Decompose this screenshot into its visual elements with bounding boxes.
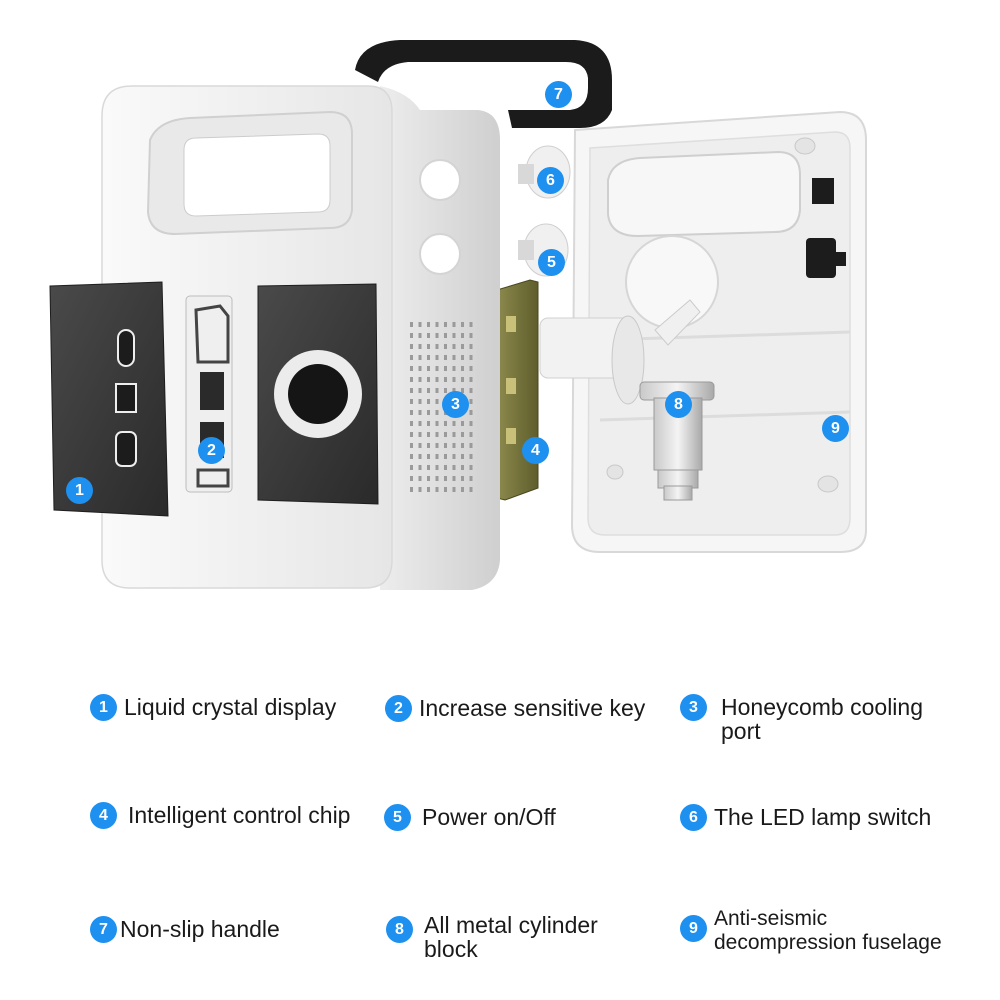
callout-badge: 4 (522, 437, 549, 464)
speaker-panel (257, 283, 379, 505)
legend-number: 5 (384, 804, 411, 831)
legend-item-6: 6 The LED lamp switch (680, 804, 931, 831)
callout-badge: 7 (545, 81, 572, 108)
legend-number: 7 (90, 916, 117, 943)
legend-number: 4 (90, 802, 117, 829)
legend-number: 3 (680, 694, 707, 721)
callout-badge: 5 (538, 249, 565, 276)
legend-item-7: 7 Non-slip handle (90, 916, 280, 943)
non-slip-handle (355, 40, 612, 128)
legend-number: 1 (90, 694, 117, 721)
callout-badge: 1 (66, 477, 93, 504)
callout-badge: 3 (442, 391, 469, 418)
legend-label: Increase sensitive key (419, 695, 646, 721)
callout-badge: 6 (537, 167, 564, 194)
front-body (101, 85, 500, 590)
control-chip-board (496, 279, 539, 501)
legend-label: The LED lamp switch (714, 804, 932, 830)
legend-item-9: 9 Anti-seismic decompression fuselage (680, 906, 974, 955)
legend-label: Honeycomb cooling port (721, 694, 924, 744)
legend-number: 2 (385, 695, 412, 722)
callout-badge: 2 (198, 437, 225, 464)
legend-label: Anti-seismic decompression fuselage (714, 907, 942, 954)
legend-number: 9 (680, 915, 707, 942)
legend-label: Non-slip handle (120, 916, 280, 942)
legend-label: Power on/Off (422, 804, 556, 830)
exploded-view-illustration (49, 40, 867, 590)
legend-number: 6 (680, 804, 707, 831)
legend-label: All metal cylinder block (424, 912, 598, 962)
legend-item-5: 5 Power on/Off (384, 804, 556, 831)
callout-badge: 9 (822, 415, 849, 442)
liquid-crystal-display-panel (49, 281, 169, 517)
metal-cylinder-block (539, 299, 715, 501)
legend-item-4: 4 Intelligent control chip (90, 802, 350, 829)
legend-number: 8 (386, 916, 413, 943)
legend-item-1: 1 Liquid crystal display (90, 694, 336, 721)
legend-label: Liquid crystal display (124, 694, 337, 720)
legend-label: Intelligent control chip (128, 802, 351, 828)
callout-badge: 8 (665, 391, 692, 418)
legend-item-3: 3 Honeycomb cooling port (680, 694, 961, 743)
legend-item-8: 8 All metal cylinder block (386, 912, 634, 961)
legend-item-2: 2 Increase sensitive key (385, 695, 645, 722)
